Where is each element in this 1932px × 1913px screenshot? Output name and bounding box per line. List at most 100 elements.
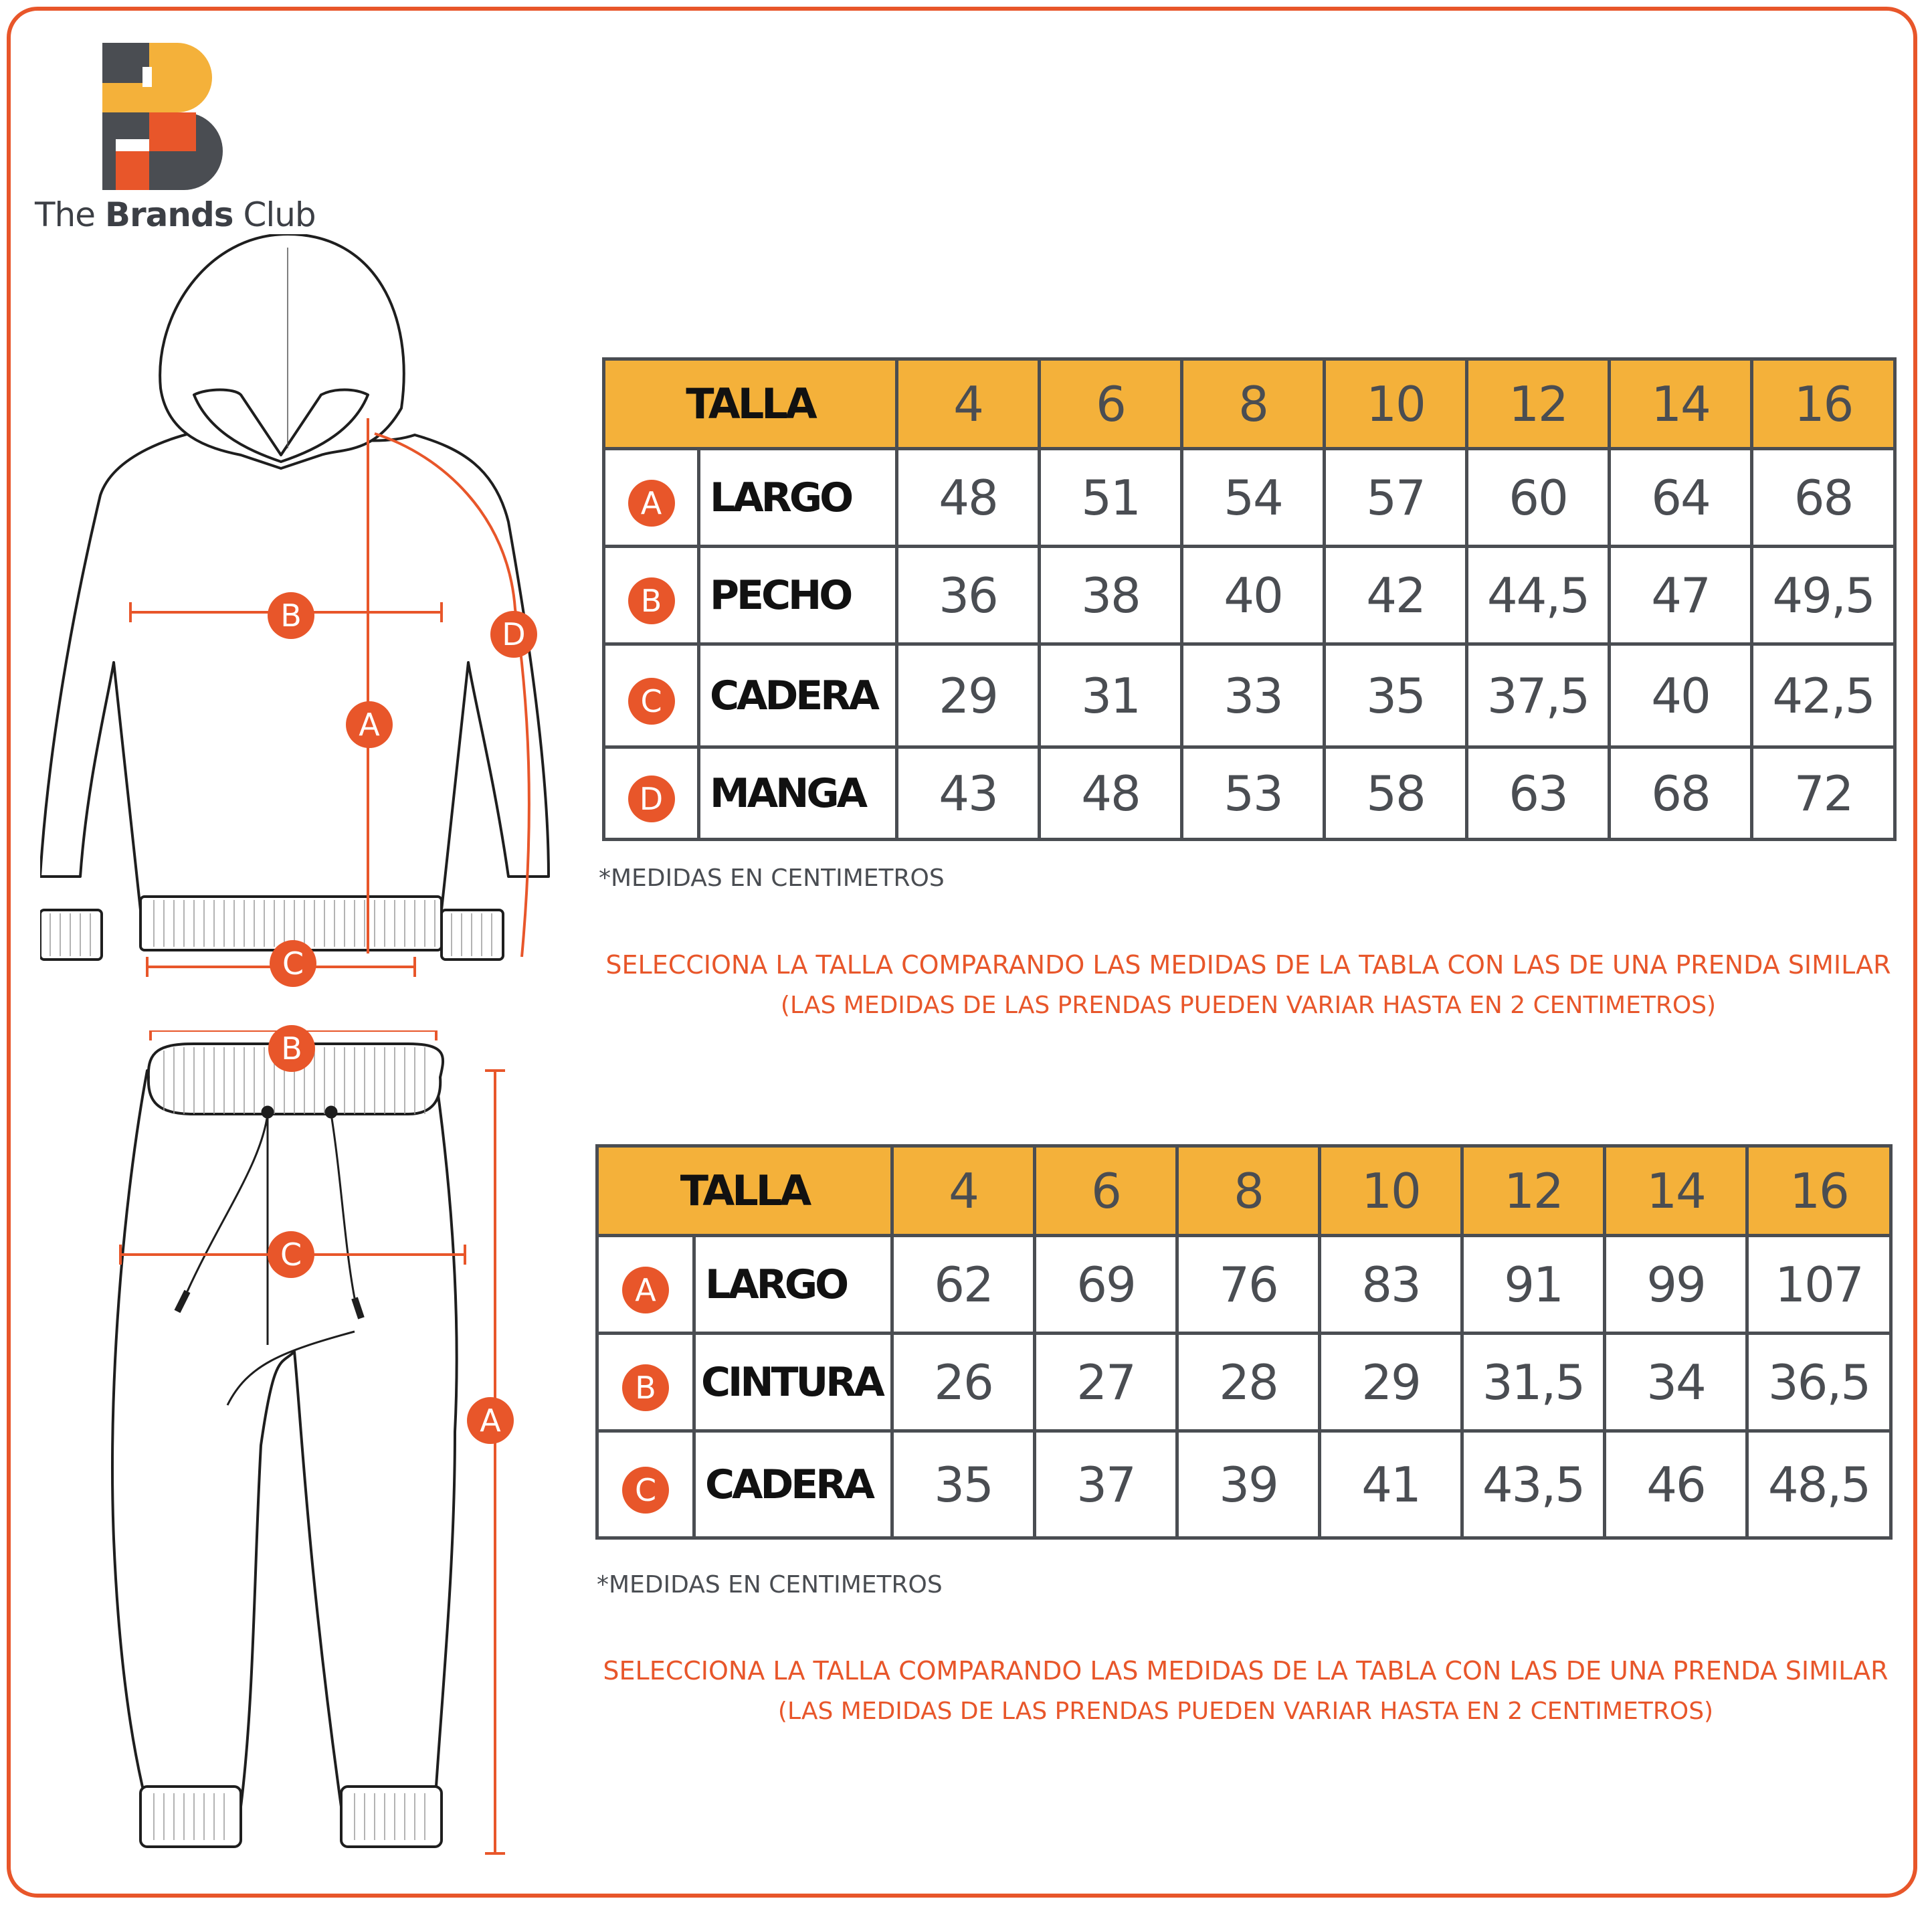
table-row: C CADERA 35 37 39 41 43,5 46 48,5 <box>595 1429 1893 1540</box>
hoodie-advice: SELECCIONA LA TALLA COMPARANDO LAS MEDID… <box>602 950 1895 1019</box>
table-row: B PECHO 36 38 40 42 44,5 47 49,5 <box>602 545 1897 646</box>
table-cell: 57 <box>1323 447 1468 548</box>
table-cell: 54 <box>1180 447 1326 548</box>
table-row: B CINTURA 26 27 28 29 31,5 34 36,5 <box>595 1332 1893 1433</box>
pants-size-table: TALLA 4 6 8 10 12 14 16 A LARGO 62 69 76… <box>595 1144 1893 1540</box>
size-header-label: TALLA <box>595 1144 894 1237</box>
hoodie-size-table: TALLA 4 6 8 10 12 14 16 A LARGO 48 51 54… <box>602 357 1897 841</box>
size-header: 12 <box>1460 1144 1606 1237</box>
table-cell: 76 <box>1175 1234 1321 1335</box>
table-cell: 47 <box>1608 545 1753 646</box>
row-badge: C <box>622 1466 669 1514</box>
table-cell: 60 <box>1465 447 1611 548</box>
row-badge: B <box>627 577 675 624</box>
table-row: A LARGO 48 51 54 57 60 64 68 <box>602 447 1897 548</box>
table-cell: 37 <box>1033 1429 1179 1540</box>
row-badge: C <box>627 677 675 725</box>
table-cell: 40 <box>1180 545 1326 646</box>
size-header-label: TALLA <box>602 357 898 450</box>
hoodie-illustration <box>40 234 550 977</box>
table-cell: 34 <box>1603 1332 1749 1433</box>
table-cell: 72 <box>1750 745 1897 841</box>
row-label: CADERA <box>697 642 898 749</box>
advice-line: (LAS MEDIDAS DE LAS PRENDAS PUEDEN VARIA… <box>777 1698 1714 1725</box>
table-cell: 28 <box>1175 1332 1321 1433</box>
pants-length-marker: A <box>467 1397 514 1444</box>
table-cell: 53 <box>1180 745 1326 841</box>
hoodie-hip-marker: C <box>270 940 316 987</box>
size-header: 6 <box>1038 357 1183 450</box>
table-cell: 69 <box>1033 1234 1179 1335</box>
table-cell: 38 <box>1038 545 1183 646</box>
row-label: MANGA <box>697 745 898 841</box>
size-header: 14 <box>1608 357 1753 450</box>
size-header: 16 <box>1750 357 1897 450</box>
advice-line: (LAS MEDIDAS DE LAS PRENDAS PUEDEN VARIA… <box>780 992 1717 1019</box>
row-label: CADERA <box>692 1429 894 1540</box>
brand-logo-icon <box>102 43 223 190</box>
size-header: 8 <box>1175 1144 1321 1237</box>
table-cell: 39 <box>1175 1429 1321 1540</box>
advice-line: SELECCIONA LA TALLA COMPARANDO LAS MEDID… <box>603 1656 1889 1686</box>
table-cell: 33 <box>1180 642 1326 749</box>
row-label: LARGO <box>692 1234 894 1335</box>
table-row: A LARGO 62 69 76 83 91 99 107 <box>595 1234 1893 1335</box>
table-cell: 42 <box>1323 545 1468 646</box>
table-cell: 36,5 <box>1745 1332 1893 1433</box>
pants-units-note: *MEDIDAS EN CENTIMETROS <box>597 1571 943 1599</box>
table-cell: 27 <box>1033 1332 1179 1433</box>
size-header: 8 <box>1180 357 1326 450</box>
table-cell: 35 <box>1323 642 1468 749</box>
table-cell: 43,5 <box>1460 1429 1606 1540</box>
hoodie-chest-marker: B <box>268 592 314 639</box>
table-row: C CADERA 29 31 33 35 37,5 40 42,5 <box>602 642 1897 749</box>
size-header: 12 <box>1465 357 1611 450</box>
table-cell: 35 <box>890 1429 1036 1540</box>
brand-name: The Brands Club <box>35 195 316 234</box>
table-cell: 44,5 <box>1465 545 1611 646</box>
row-badge: B <box>622 1364 669 1411</box>
row-label: CINTURA <box>692 1332 894 1433</box>
table-cell: 40 <box>1608 642 1753 749</box>
size-header: 6 <box>1033 1144 1179 1237</box>
row-badge: D <box>627 775 675 822</box>
table-cell: 91 <box>1460 1234 1606 1335</box>
table-cell: 31 <box>1038 642 1183 749</box>
table-cell: 49,5 <box>1750 545 1897 646</box>
table-cell: 58 <box>1323 745 1468 841</box>
table-cell: 31,5 <box>1460 1332 1606 1433</box>
table-cell: 107 <box>1745 1234 1893 1335</box>
table-cell: 36 <box>895 545 1041 646</box>
table-cell: 83 <box>1318 1234 1464 1335</box>
size-header: 4 <box>895 357 1041 450</box>
table-cell: 48 <box>895 447 1041 548</box>
row-badge: A <box>627 479 675 527</box>
table-cell: 29 <box>1318 1332 1464 1433</box>
table-cell: 42,5 <box>1750 642 1897 749</box>
table-cell: 48,5 <box>1745 1429 1893 1540</box>
table-cell: 51 <box>1038 447 1183 548</box>
hoodie-sleeve-marker: D <box>490 611 537 658</box>
table-cell: 48 <box>1038 745 1183 841</box>
pants-illustration <box>111 1030 505 1855</box>
table-cell: 46 <box>1603 1429 1749 1540</box>
row-badge: A <box>622 1266 669 1313</box>
hoodie-units-note: *MEDIDAS EN CENTIMETROS <box>599 864 945 892</box>
table-cell: 62 <box>890 1234 1036 1335</box>
pants-advice: SELECCIONA LA TALLA COMPARANDO LAS MEDID… <box>599 1656 1892 1725</box>
advice-line: SELECCIONA LA TALLA COMPARANDO LAS MEDID… <box>605 950 1891 980</box>
pants-hip-marker: C <box>268 1231 314 1278</box>
table-cell: 68 <box>1608 745 1753 841</box>
table-cell: 29 <box>895 642 1041 749</box>
size-header: 14 <box>1603 1144 1749 1237</box>
table-cell: 37,5 <box>1465 642 1611 749</box>
size-header: 10 <box>1318 1144 1464 1237</box>
table-cell: 41 <box>1318 1429 1464 1540</box>
size-header: 16 <box>1745 1144 1893 1237</box>
page-border <box>7 7 1917 1898</box>
pants-waist-marker: B <box>268 1025 315 1072</box>
row-label: PECHO <box>697 545 898 646</box>
size-header: 10 <box>1323 357 1468 450</box>
table-cell: 43 <box>895 745 1041 841</box>
table-cell: 68 <box>1750 447 1897 548</box>
